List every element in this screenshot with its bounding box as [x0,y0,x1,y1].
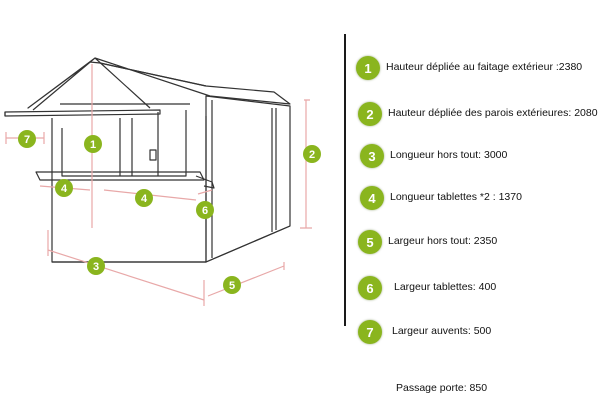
svg-text:4: 4 [61,183,68,195]
roof-ridge [99,62,207,87]
legend-text: Longueur hors tout: 3000 [390,149,508,161]
svg-text:4: 4 [141,193,148,205]
roof [27,57,291,111]
front-shelf [35,171,205,181]
legend-text: Hauteur dépliée au faitage extérieur :23… [386,61,583,73]
marker-3: 3 [87,257,105,275]
legend-text: Hauteur dépliée des parois extérieures: … [388,107,598,119]
legend-badge: 7 [358,320,382,344]
legend-badge: 2 [358,102,382,126]
marker-7: 7 [18,130,36,148]
marker-1: 1 [84,135,102,153]
dim-line-5 [207,262,285,297]
legend-text: Longueur tablettes *2 : 1370 [390,191,522,203]
marker-6: 6 [196,201,214,219]
front-awning [4,109,161,117]
marker-2: 2 [303,145,321,163]
legend-badge: 1 [356,56,380,80]
legend-badge: 6 [358,276,382,300]
side-shelf [195,175,215,189]
dimension-markers: 1 2 3 4 4 5 6 7 [18,130,321,294]
legend-text: Largeur auvents: 500 [392,325,492,337]
legend-text: Largeur tablettes: 400 [394,281,497,293]
marker-4a: 4 [55,179,73,197]
legend-badge: 5 [358,230,382,254]
svg-text:1: 1 [90,139,96,151]
vertical-divider [344,34,346,326]
legend-badge: 4 [360,186,384,210]
side-wall [205,95,291,263]
chalet-diagram: 1 2 3 4 4 5 6 7 [4,57,321,306]
door-handle [149,149,157,161]
svg-text:5: 5 [229,280,235,292]
front-window-frame [61,110,187,177]
marker-5: 5 [223,276,241,294]
legend-badge: 3 [360,144,384,168]
front-awning-edge [4,103,190,116]
legend-text: Largeur hors tout: 2350 [388,235,498,247]
svg-text:2: 2 [309,149,315,161]
dim-line-3 [47,230,205,306]
svg-text:3: 3 [93,261,99,273]
dim-line-6 [197,189,213,195]
base-line [52,225,291,263]
svg-text:7: 7 [24,134,30,146]
dim-line-2 [300,99,312,229]
marker-4b: 4 [135,189,153,207]
svg-text:6: 6 [202,205,208,217]
door-passage-note: Passage porte: 850 [396,382,488,394]
